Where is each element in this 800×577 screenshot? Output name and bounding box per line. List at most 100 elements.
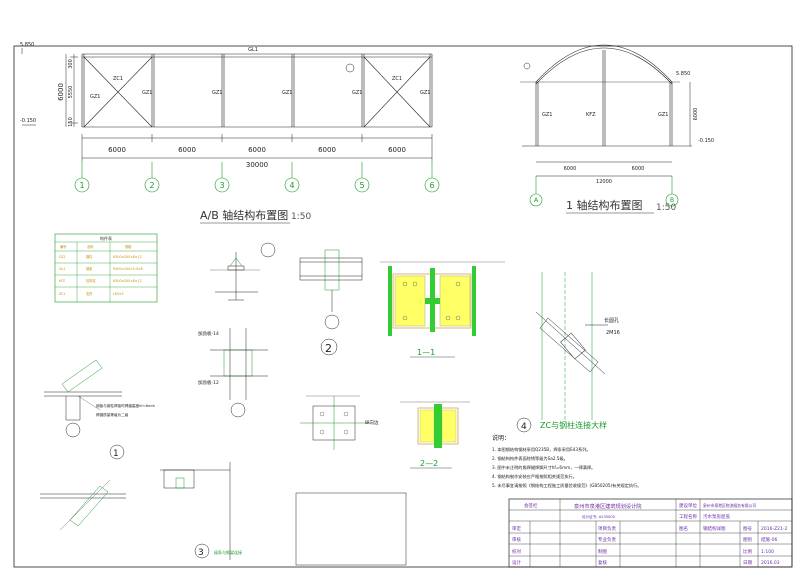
member-row-4-spec: L63×5 [113, 292, 124, 296]
frame-a-axis-1: 1 [79, 181, 84, 190]
member-table-header: 构件表 [100, 235, 112, 241]
frame-1-arch-roof [535, 44, 673, 83]
frame-a-total-span: 30000 [246, 161, 268, 169]
frame-a-brace-label-left: ZC1 [113, 76, 123, 82]
title-scale: 1:100 [761, 549, 774, 555]
member-row-4-id: ZC1 [59, 292, 65, 296]
member-row-2-spec: H200×100×5.5×8 [113, 267, 143, 271]
member-row-1-name: 钢柱 [86, 254, 93, 259]
detail-2 [299, 249, 363, 356]
frame-a-axis-4: 4 [289, 181, 294, 190]
frame-a-axis-2: 2 [149, 181, 154, 190]
detail-section-11 [380, 261, 505, 358]
notes-title: 说明： [492, 434, 510, 442]
frame-a-axis-3: 3 [219, 181, 224, 190]
frame-a-level-top: 5.850 [20, 42, 34, 48]
frame-a-span-4: 6000 [318, 146, 336, 154]
title-client: 泉州市泉港区物流服务有限公司 [703, 503, 756, 508]
frame-1-column-3: GZ1 [658, 112, 668, 118]
detail-4-caption: ZC与钢柱连接大样 [540, 420, 607, 430]
role-5: 项目负责 [598, 525, 616, 532]
note-5: 5. 未尽事宜请按照《钢结构工程施工质量验收规范》(GB50205)有关规定执行… [492, 482, 641, 489]
frame-1-axis-b: B [670, 197, 674, 204]
note-3: 3. 图中未注明的角焊缝焊脚尺寸hf=6mm，一律满焊。 [492, 464, 595, 471]
frame-a-brace-label-right: ZC1 [392, 76, 402, 82]
sheet-border [13, 45, 793, 568]
role-1: 审定 [512, 525, 521, 532]
detail-bottom-left [40, 479, 126, 531]
detail-section-11-label: 1—1 [417, 348, 435, 357]
detail-section-22-label: 2—2 [420, 459, 438, 468]
member-row-3-name: 抗风柱 [86, 278, 96, 283]
frame-1-level-top: 5.850 [676, 71, 690, 77]
frame-a-scale: 1:50 [291, 212, 311, 222]
detail-2-label: 2 [325, 342, 332, 355]
member-row-2-id: GL1 [59, 267, 65, 271]
frame-1-title: 1 轴结构布置图 [566, 198, 643, 212]
notes: 说明： 1. 本图钢结构钢材采用Q235B，焊条采用E43系列。 2. 钢结构构… [492, 434, 641, 489]
detail-3 [160, 462, 231, 560]
frame-a-text: GL1 ZC1 ZC1 GZ1 GZ1 GZ1 GZ1 GZ1 GZ1 6000… [20, 42, 430, 169]
frame-a-column-label-1: GZ1 [90, 94, 100, 100]
title-drawing-label: 图名 [679, 525, 688, 532]
detail-1-note-b: 焊缝质量等级为二级 [96, 412, 129, 417]
detail-1 [44, 359, 125, 460]
role-7: 制图 [598, 548, 607, 555]
detail-frame-empty [295, 492, 407, 566]
detail-1-note-a: 钢板与钢柱焊接时焊缝高度hf=6mm [96, 403, 155, 408]
frame-a-column-label-4: GZ1 [282, 90, 292, 96]
frame-a-title: A/B 轴结构布置图 [200, 208, 288, 222]
detail-plate-edge-label: 纵向边 [365, 419, 379, 426]
detail-section-22 [400, 401, 470, 469]
frame-a-height-seg-1: 300 [68, 59, 74, 69]
title-project-label: 工程名称 [679, 513, 697, 520]
detail-3-caption: 檩条与钢梁连接 [214, 549, 242, 555]
detail-4-label: 4 [521, 422, 527, 432]
frame-a-elevation [21, 48, 440, 193]
member-row-1-spec: H200×200×8×12 [113, 255, 142, 259]
frame-a-column-label-6: GZ1 [420, 90, 430, 96]
frame-a-bracing [83, 56, 431, 128]
frame-a-column-label-5: GZ1 [352, 90, 362, 96]
role-3: 校对 [512, 548, 521, 555]
title-scale-label: 比例 [743, 548, 752, 555]
title-drawing: 钢结构详图 [703, 525, 726, 532]
frame-1-text: GZ1 KFZ GZ1 6000 6000 6000 12000 5.850 -… [542, 71, 714, 185]
detail-3-label: 3 [198, 548, 204, 558]
frame-a-span-2: 6000 [178, 146, 196, 154]
stiffener-label-b: 加劲板-12 [198, 379, 219, 386]
frame-a-columns [81, 54, 433, 127]
detail-4 [516, 272, 608, 433]
frame-a-span-5: 6000 [388, 146, 406, 154]
frame-1-span-1: 6000 [564, 166, 577, 172]
member-row-4-name: 支撑 [86, 291, 93, 296]
title-sheet-label: 图别 [743, 536, 752, 543]
title-drawing-no: 2016-Z21-2 [761, 526, 788, 532]
frame-1-total-span: 12000 [596, 179, 612, 185]
detail-4-bolt-hole: 长圆孔 [604, 317, 619, 324]
frame-1-elevation [520, 44, 692, 207]
frame-a-axis-6: 6 [429, 181, 434, 190]
frame-1-column-1: GZ1 [542, 112, 552, 118]
member-row-1-id: GZ1 [59, 255, 66, 259]
title-institute: 泉州市泉港区建筑规划设计院 [574, 502, 642, 510]
frame-1-level-bottom: -0.150 [698, 138, 714, 144]
note-2: 2. 钢结构构件表面除锈等级为Sa2.5级。 [492, 455, 568, 462]
frame-1-axis-a: A [534, 197, 539, 204]
detail-4-bolt-spec: 2M16 [606, 330, 620, 336]
detail-column-stiffeners [210, 328, 268, 418]
note-1: 1. 本图钢结构钢材采用Q235B，焊条采用E43系列。 [492, 446, 591, 453]
member-row-3-id: KFZ [59, 279, 66, 283]
detail-top-center [210, 242, 276, 301]
frame-a-column-label-2: GZ1 [142, 90, 152, 96]
svg-text:编号: 编号 [60, 244, 66, 249]
frame-a-height-total: 6000 [57, 83, 65, 101]
title-date: 2016.03 [761, 560, 780, 566]
member-row-3-spec: H200×200×8×12 [113, 279, 142, 283]
title-block: 会签栏 泉州市泉港区建筑规划设计院 设计证书: A235000 建设单位 泉州市… [508, 498, 793, 568]
frame-1-column-2: KFZ [586, 112, 596, 118]
svg-text:规格: 规格 [125, 244, 132, 249]
frame-a-span-3: 6000 [248, 146, 266, 154]
svg-text:名称: 名称 [87, 244, 94, 249]
